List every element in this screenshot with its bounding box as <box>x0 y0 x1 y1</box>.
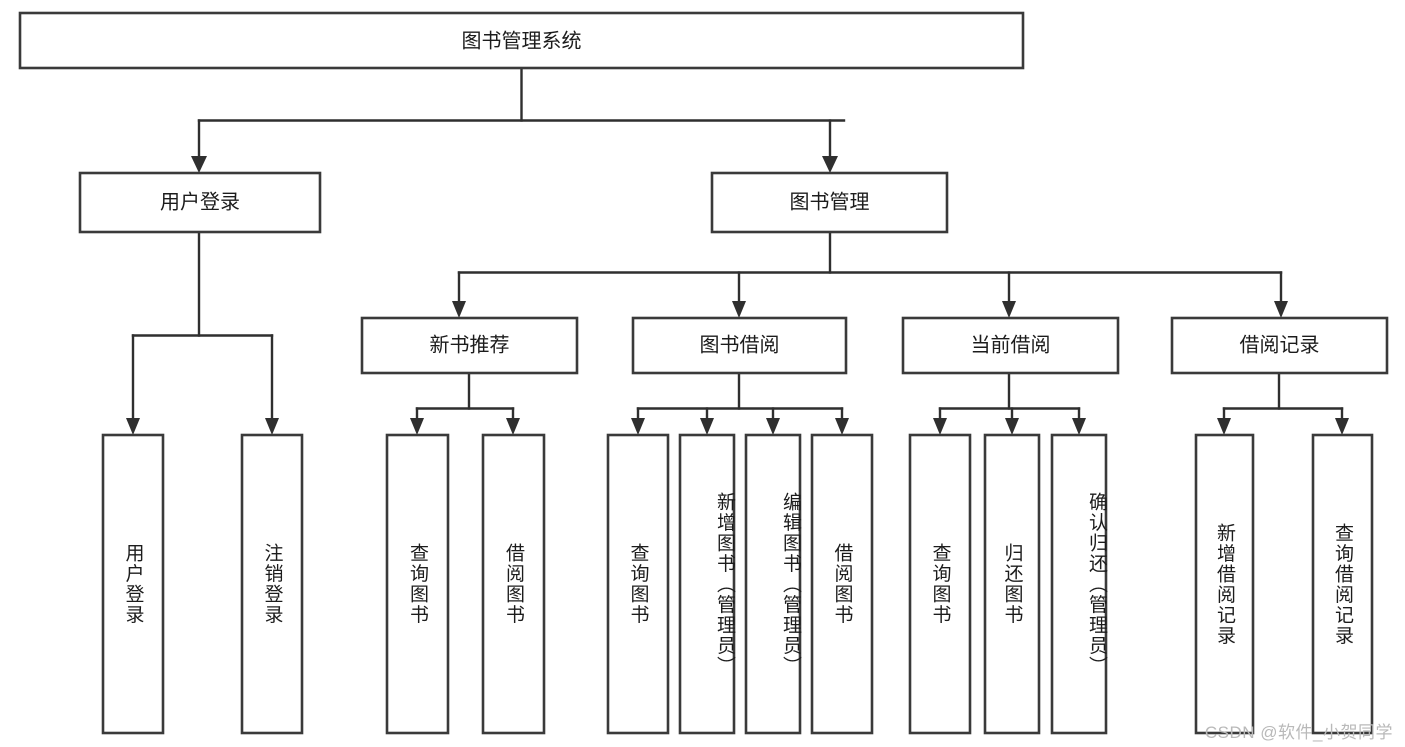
arrow-to-new-book-recommend <box>452 301 466 318</box>
arrow-to-leaf-record-query <box>1335 418 1349 435</box>
arrow-to-leaf-current-query-book <box>933 418 947 435</box>
node-box-leaf-user-logout[interactable] <box>240 433 304 735</box>
node-box-root[interactable] <box>18 11 1025 70</box>
arrow-to-book-management <box>822 156 838 173</box>
node-label-root: 图书管理系统 <box>462 29 582 52</box>
node-label-new-book-recommend: 新书推荐 <box>430 333 510 356</box>
arrow-to-borrow-record <box>1274 301 1288 318</box>
csdn-watermark: CSDN @软件_小贺同学 <box>1204 723 1393 742</box>
connector-group-borrow-leaves <box>631 371 849 435</box>
arrow-to-leaf-recommend-borrow-book <box>506 418 520 435</box>
node-box-leaf-user-login[interactable] <box>101 433 165 735</box>
node-box-leaf-current-confirm-return[interactable] <box>1050 433 1108 735</box>
node-label-user-login: 用户登录 <box>160 190 240 213</box>
arrow-to-leaf-current-confirm-return <box>1072 418 1086 435</box>
connector-group-record-leaves <box>1217 371 1349 435</box>
connector-group-current-leaves <box>933 371 1086 435</box>
arrow-to-leaf-borrow-add-book <box>700 418 714 435</box>
arrow-to-leaf-borrow-edit-book <box>766 418 780 435</box>
node-box-leaf-borrow-borrow-book[interactable] <box>810 433 874 735</box>
arrow-to-leaf-user-login <box>126 418 140 435</box>
node-label-book-management: 图书管理 <box>790 190 870 213</box>
node-box-book-borrow[interactable] <box>631 316 848 375</box>
node-label-current-borrow: 当前借阅 <box>971 333 1051 356</box>
arrow-to-leaf-user-logout <box>265 418 279 435</box>
node-label-book-borrow: 图书借阅 <box>700 333 780 356</box>
node-box-user-login[interactable] <box>78 171 322 234</box>
arrow-to-leaf-borrow-borrow-book <box>835 418 849 435</box>
node-box-borrow-record[interactable] <box>1170 316 1389 375</box>
arrow-to-current-borrow <box>1002 301 1016 318</box>
connector-group-book-management <box>452 230 1288 318</box>
arrow-to-leaf-borrow-query-book <box>631 418 645 435</box>
node-box-leaf-record-query[interactable] <box>1311 433 1374 735</box>
connector-group-recommend-leaves <box>410 371 520 435</box>
node-box-current-borrow[interactable] <box>901 316 1120 375</box>
connector-group-root <box>191 66 846 173</box>
node-box-leaf-borrow-add-book[interactable] <box>678 433 736 735</box>
node-box-leaf-current-query-book[interactable] <box>908 433 972 735</box>
node-box-leaf-current-return-book[interactable] <box>983 433 1041 735</box>
arrow-to-leaf-current-return-book <box>1005 418 1019 435</box>
node-box-leaf-borrow-query-book[interactable] <box>606 433 670 735</box>
node-box-leaf-record-add[interactable] <box>1194 433 1255 735</box>
node-box-book-management[interactable] <box>710 171 949 234</box>
node-box-leaf-borrow-edit-book[interactable] <box>744 433 802 735</box>
node-label-borrow-record: 借阅记录 <box>1240 333 1320 356</box>
arrow-to-leaf-recommend-query-book <box>410 418 424 435</box>
arrow-to-leaf-record-add <box>1217 418 1231 435</box>
node-box-new-book-recommend[interactable] <box>360 316 579 375</box>
arrow-to-user-login <box>191 156 207 173</box>
node-box-leaf-recommend-query-book[interactable] <box>385 433 450 735</box>
arrow-to-book-borrow <box>732 301 746 318</box>
node-box-leaf-recommend-borrow-book[interactable] <box>481 433 546 735</box>
connector-group-user-login-leaves <box>126 230 279 435</box>
